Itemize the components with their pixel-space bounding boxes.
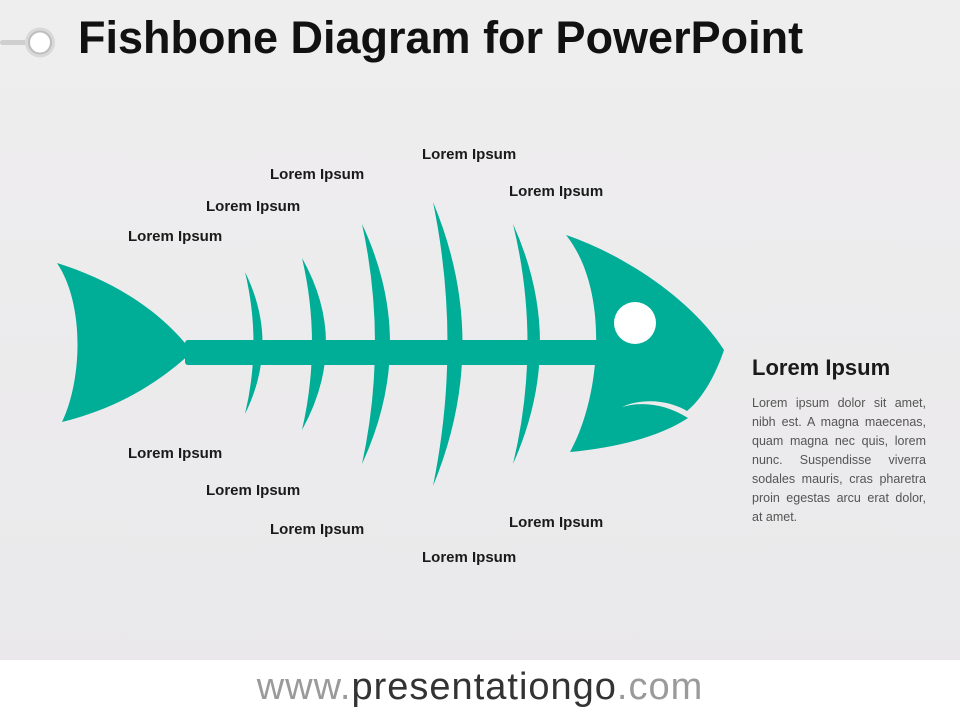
rib-3 [362,224,390,464]
bone-label-bottom-1: Lorem Ipsum [128,445,223,462]
fish-head [566,235,724,452]
bone-label-top-3: Lorem Ipsum [270,166,365,183]
bone-label-top-1: Lorem Ipsum [128,228,223,245]
footer-url-suffix: .com [616,666,704,708]
side-panel-body: Lorem ipsum dolor sit amet, nibh est. A … [752,396,926,524]
fish-eye-icon [614,302,656,344]
footer-url-prefix: www. [256,666,352,708]
bone-label-bottom-3: Lorem Ipsum [270,521,365,538]
side-panel-heading: Lorem Ipsum [752,355,891,380]
footer-url[interactable]: www.presentationgo.com [0,666,960,709]
fish-skeleton [57,202,724,486]
footer: www.presentationgo.com [0,660,960,720]
bone-label-bottom-2: Lorem Ipsum [206,482,301,499]
bone-label-bottom-4: Lorem Ipsum [509,514,604,531]
footer-url-brand: presentationgo [351,666,617,708]
fish-spine [185,340,615,365]
rib-5 [513,224,540,464]
bone-label-top-4: Lorem Ipsum [509,183,604,200]
rib-4 [433,202,463,486]
rib-1 [245,272,263,414]
fishbone-diagram [57,202,724,486]
title-pin-icon [0,27,55,58]
bone-label-top-2: Lorem Ipsum [206,198,301,215]
fish-tail [57,263,192,422]
bone-label-top-5: Lorem Ipsum [422,146,517,163]
rib-2 [302,258,326,430]
bone-label-bottom-5: Lorem Ipsum [422,549,517,566]
page-title: Fishbone Diagram for PowerPoint [78,12,804,63]
